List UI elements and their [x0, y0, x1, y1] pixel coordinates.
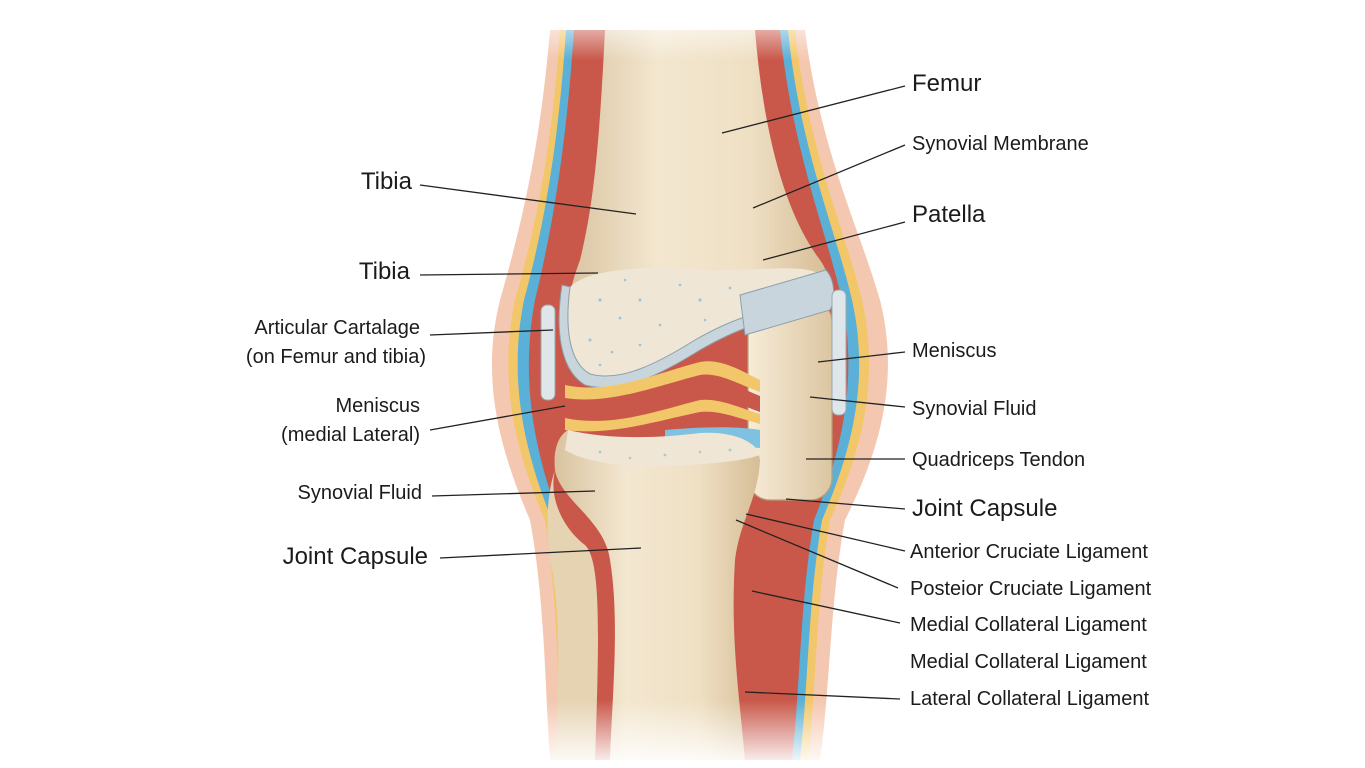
leader-joint-capsule-left: [439, 547, 642, 559]
label-meniscus-left-line1: Meniscus: [335, 395, 420, 417]
leader-synovial-membrane: [752, 144, 906, 209]
meniscus-band-yellow-2: [565, 399, 760, 432]
leader-tibia-1: [419, 184, 637, 215]
leader-femur: [721, 85, 906, 134]
tibia-plateau: [565, 430, 760, 467]
label-tibia-2: Tibia: [358, 258, 410, 285]
leader-synovial-fluid-left: [431, 490, 596, 497]
label-medial-collateral-ligament-2: Medial Collateral Ligament: [910, 651, 1147, 673]
label-meniscus-left-line2: (medial Lateral): [281, 424, 420, 446]
tibia-medial-condyle: [547, 470, 598, 760]
leader-patella: [762, 221, 906, 261]
leader-tibia-2: [419, 272, 599, 276]
label-synovial-fluid-left: Synovial Fluid: [297, 482, 422, 504]
medial-collateral-pad: [540, 304, 556, 401]
label-tibia-1: Tibia: [360, 168, 412, 195]
label-articular-cartilage-line1: Articular Cartalage: [254, 317, 420, 339]
label-lateral-collateral-ligament: Lateral Collateral Ligament: [910, 688, 1150, 710]
label-quadriceps-tendon: Quadriceps Tendon: [912, 449, 1086, 471]
label-joint-capsule-left: Joint Capsule: [282, 543, 428, 570]
leader-synovial-fluid-right: [809, 396, 906, 408]
label-synovial-fluid-right: Synovial Fluid: [912, 398, 1037, 420]
label-synovial-membrane: Synovial Membrane: [912, 133, 1089, 155]
leader-anterior-cruciate: [745, 513, 906, 552]
meniscus-band-red: [565, 379, 760, 420]
label-joint-capsule-right: Joint Capsule: [912, 495, 1058, 522]
leader-medial-collateral: [751, 590, 901, 624]
leader-articular-cartilage: [429, 329, 554, 336]
label-anterior-cruciate-ligament: Anterior Cruciate Ligament: [910, 541, 1148, 563]
leader-meniscus-left: [429, 405, 566, 431]
label-articular-cartilage-line2: (on Femur and tibia): [245, 346, 426, 368]
leader-lateral-collateral: [744, 691, 901, 700]
tibia-pores: [598, 448, 732, 460]
label-medial-collateral-ligament-1: Medial Collateral Ligament: [910, 614, 1147, 636]
meniscus-band-yellow: [565, 361, 760, 400]
label-posterior-cruciate-ligament: Posteior Cruciate Ligament: [910, 578, 1152, 600]
leader-meniscus-right: [817, 351, 906, 363]
leader-joint-capsule-right: [785, 498, 906, 510]
lateral-collateral-pad: [831, 289, 847, 416]
label-femur: Femur: [912, 70, 982, 97]
leader-posterior-cruciate: [735, 519, 899, 589]
label-meniscus-right: Meniscus: [912, 340, 997, 362]
tibia-bone: [554, 430, 760, 760]
label-patella: Patella: [912, 201, 986, 228]
